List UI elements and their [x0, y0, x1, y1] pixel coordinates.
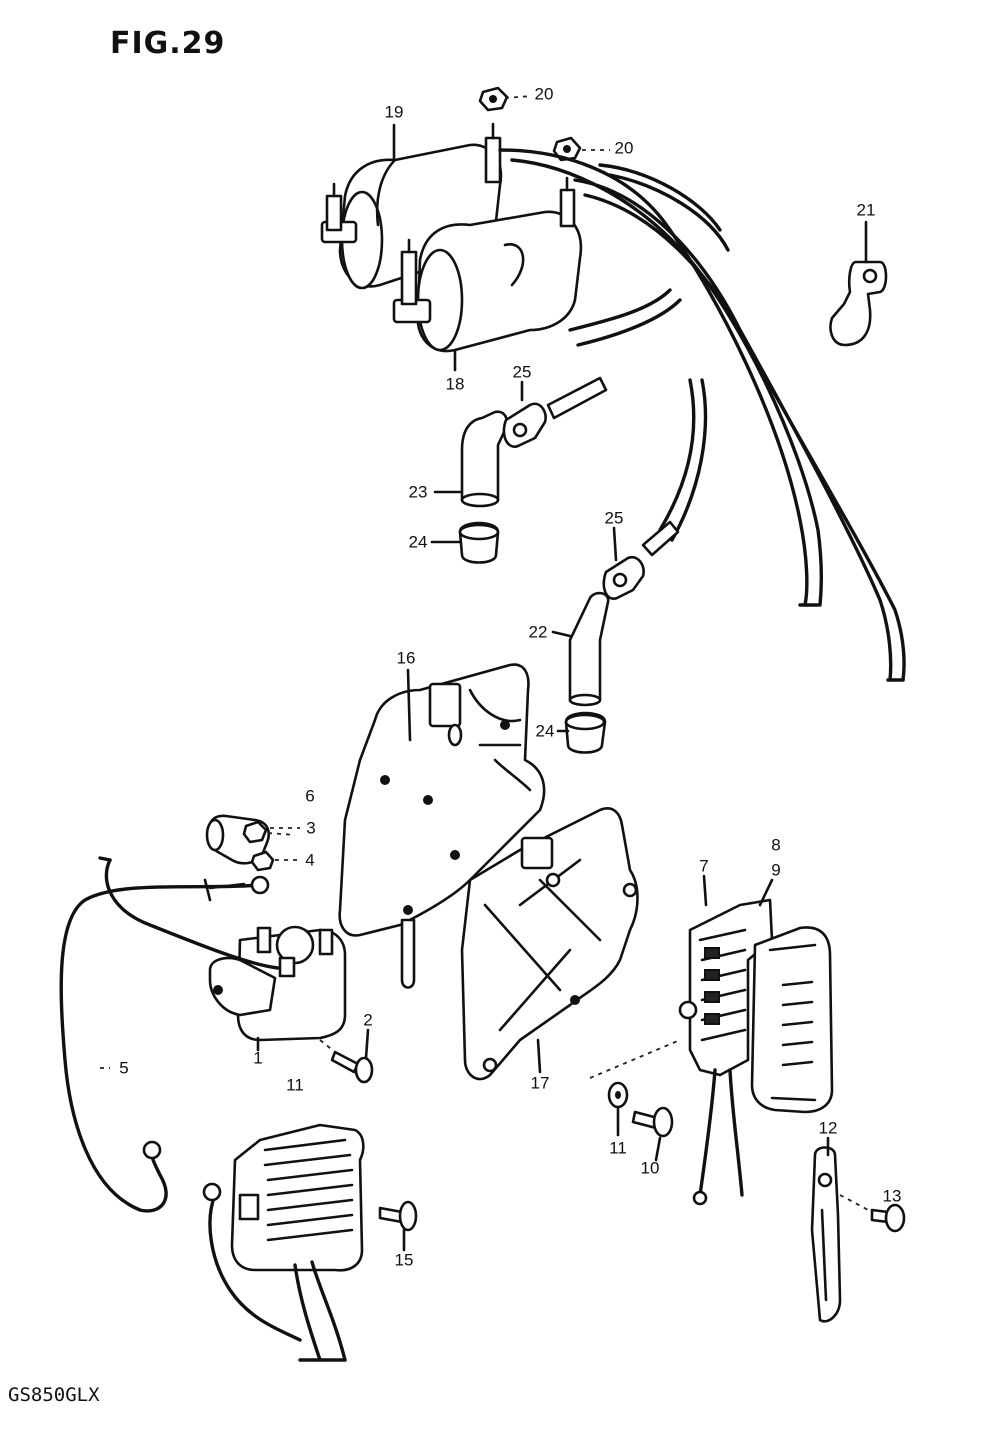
callout-6: 6 — [305, 786, 315, 806]
clamp-12 — [810, 1146, 842, 1323]
regulator-rectifier — [202, 1123, 365, 1362]
callout-15: 15 — [394, 1250, 414, 1270]
plug-cap-23 — [460, 410, 509, 508]
callout-11: 11 — [609, 1138, 627, 1158]
nut-20-upper — [478, 86, 509, 112]
washer-11 — [607, 1081, 629, 1109]
nut-4 — [250, 850, 275, 872]
clamp-21 — [829, 260, 888, 347]
callout-17: 17 — [530, 1073, 550, 1093]
model-code: GS850GLX — [8, 1384, 100, 1406]
fuse-box-lid-8 — [750, 926, 834, 1114]
figure-title: FIG.29 — [110, 26, 226, 61]
nut-3 — [242, 820, 268, 844]
callout-18: 18 — [445, 374, 465, 394]
callout-1: 1 — [253, 1048, 263, 1068]
seal-24-upper — [458, 521, 500, 564]
tube-lead-a — [546, 376, 608, 420]
callout-13: 13 — [882, 1186, 902, 1206]
callout-22: 22 — [528, 622, 548, 642]
bolt-15 — [378, 1200, 418, 1232]
fitting-25-lower — [602, 555, 645, 600]
callout-25-upper: 25 — [512, 362, 532, 382]
leader-lines — [100, 95, 868, 1252]
callout-21: 21 — [856, 200, 876, 220]
callout-3: 3 — [306, 818, 316, 838]
nut-20-lower — [552, 136, 582, 162]
callout-19: 19 — [384, 102, 404, 122]
high-tension-leads — [498, 148, 906, 682]
callout-10: 10 — [640, 1158, 660, 1178]
callout-24-upper: 24 — [408, 532, 428, 552]
bolt-2 — [319, 1039, 374, 1084]
callout-11-left: 11 — [286, 1075, 304, 1095]
callout-5: 5 — [119, 1058, 129, 1078]
callout-4: 4 — [305, 850, 315, 870]
starter-relay-1 — [208, 925, 347, 1042]
callout-2: 2 — [363, 1010, 373, 1030]
tube-lead-b — [641, 520, 680, 557]
lead-wire-5 — [59, 856, 280, 1213]
callout-24-lower: 24 — [535, 721, 555, 741]
bolt-13 — [839, 1194, 906, 1233]
callout-9: 9 — [771, 860, 781, 880]
callout-23: 23 — [408, 482, 428, 502]
callout-8: 8 — [771, 835, 781, 855]
callout-20-lower: 20 — [614, 138, 634, 158]
callout-12: 12 — [818, 1118, 838, 1138]
fuse-box-7 — [678, 898, 774, 1206]
plug-cap-22 — [568, 591, 610, 707]
callout-7: 7 — [699, 856, 709, 876]
ignition-coil-front — [392, 176, 583, 353]
bracket-16 — [338, 663, 546, 989]
seal-24-lower — [564, 711, 607, 754]
callout-20-upper: 20 — [534, 84, 554, 104]
callout-25-lower: 25 — [604, 508, 624, 528]
bracket-17 — [460, 807, 639, 1081]
bolt-10 — [631, 1106, 674, 1138]
fitting-25-upper — [502, 402, 547, 448]
callout-16: 16 — [396, 648, 416, 668]
